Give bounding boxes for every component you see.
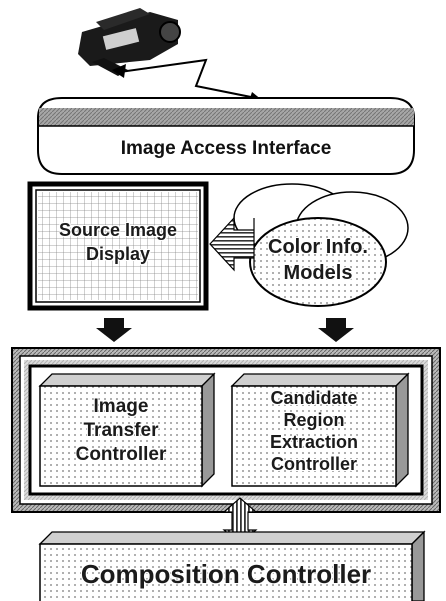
color-models-label-line2: Models <box>283 262 353 284</box>
transfer-controller-line2: Transfer <box>83 420 159 441</box>
color-models-label-line1: Color Info. <box>268 236 368 258</box>
source-image-display-box <box>27 181 209 311</box>
color-info-models-ellipses <box>233 183 409 307</box>
transfer-controller-line1: Image <box>93 396 149 417</box>
video-camera-icon <box>78 8 181 76</box>
down-arrow-right <box>318 318 354 342</box>
composition-controller-box <box>38 530 426 601</box>
composition-controller-label: Composition Controller <box>80 559 372 589</box>
image-transfer-controller-box <box>38 372 216 488</box>
candidate-controller-line3: Extraction <box>269 432 359 452</box>
candidate-controller-line1: Candidate <box>270 388 358 408</box>
down-arrow-left <box>96 318 132 342</box>
candidate-region-controller-box <box>230 372 410 488</box>
source-display-label-line1: Source Image <box>58 220 178 240</box>
source-display-label-line2: Display <box>85 244 151 264</box>
candidate-controller-line4: Controller <box>270 454 357 474</box>
image-access-interface-label: Image Access Interface <box>120 138 332 159</box>
candidate-controller-line2: Region <box>283 410 345 430</box>
transfer-controller-line3: Controller <box>75 444 167 465</box>
image-access-interface-box <box>37 97 415 175</box>
display-models-double-arrow <box>209 216 255 272</box>
